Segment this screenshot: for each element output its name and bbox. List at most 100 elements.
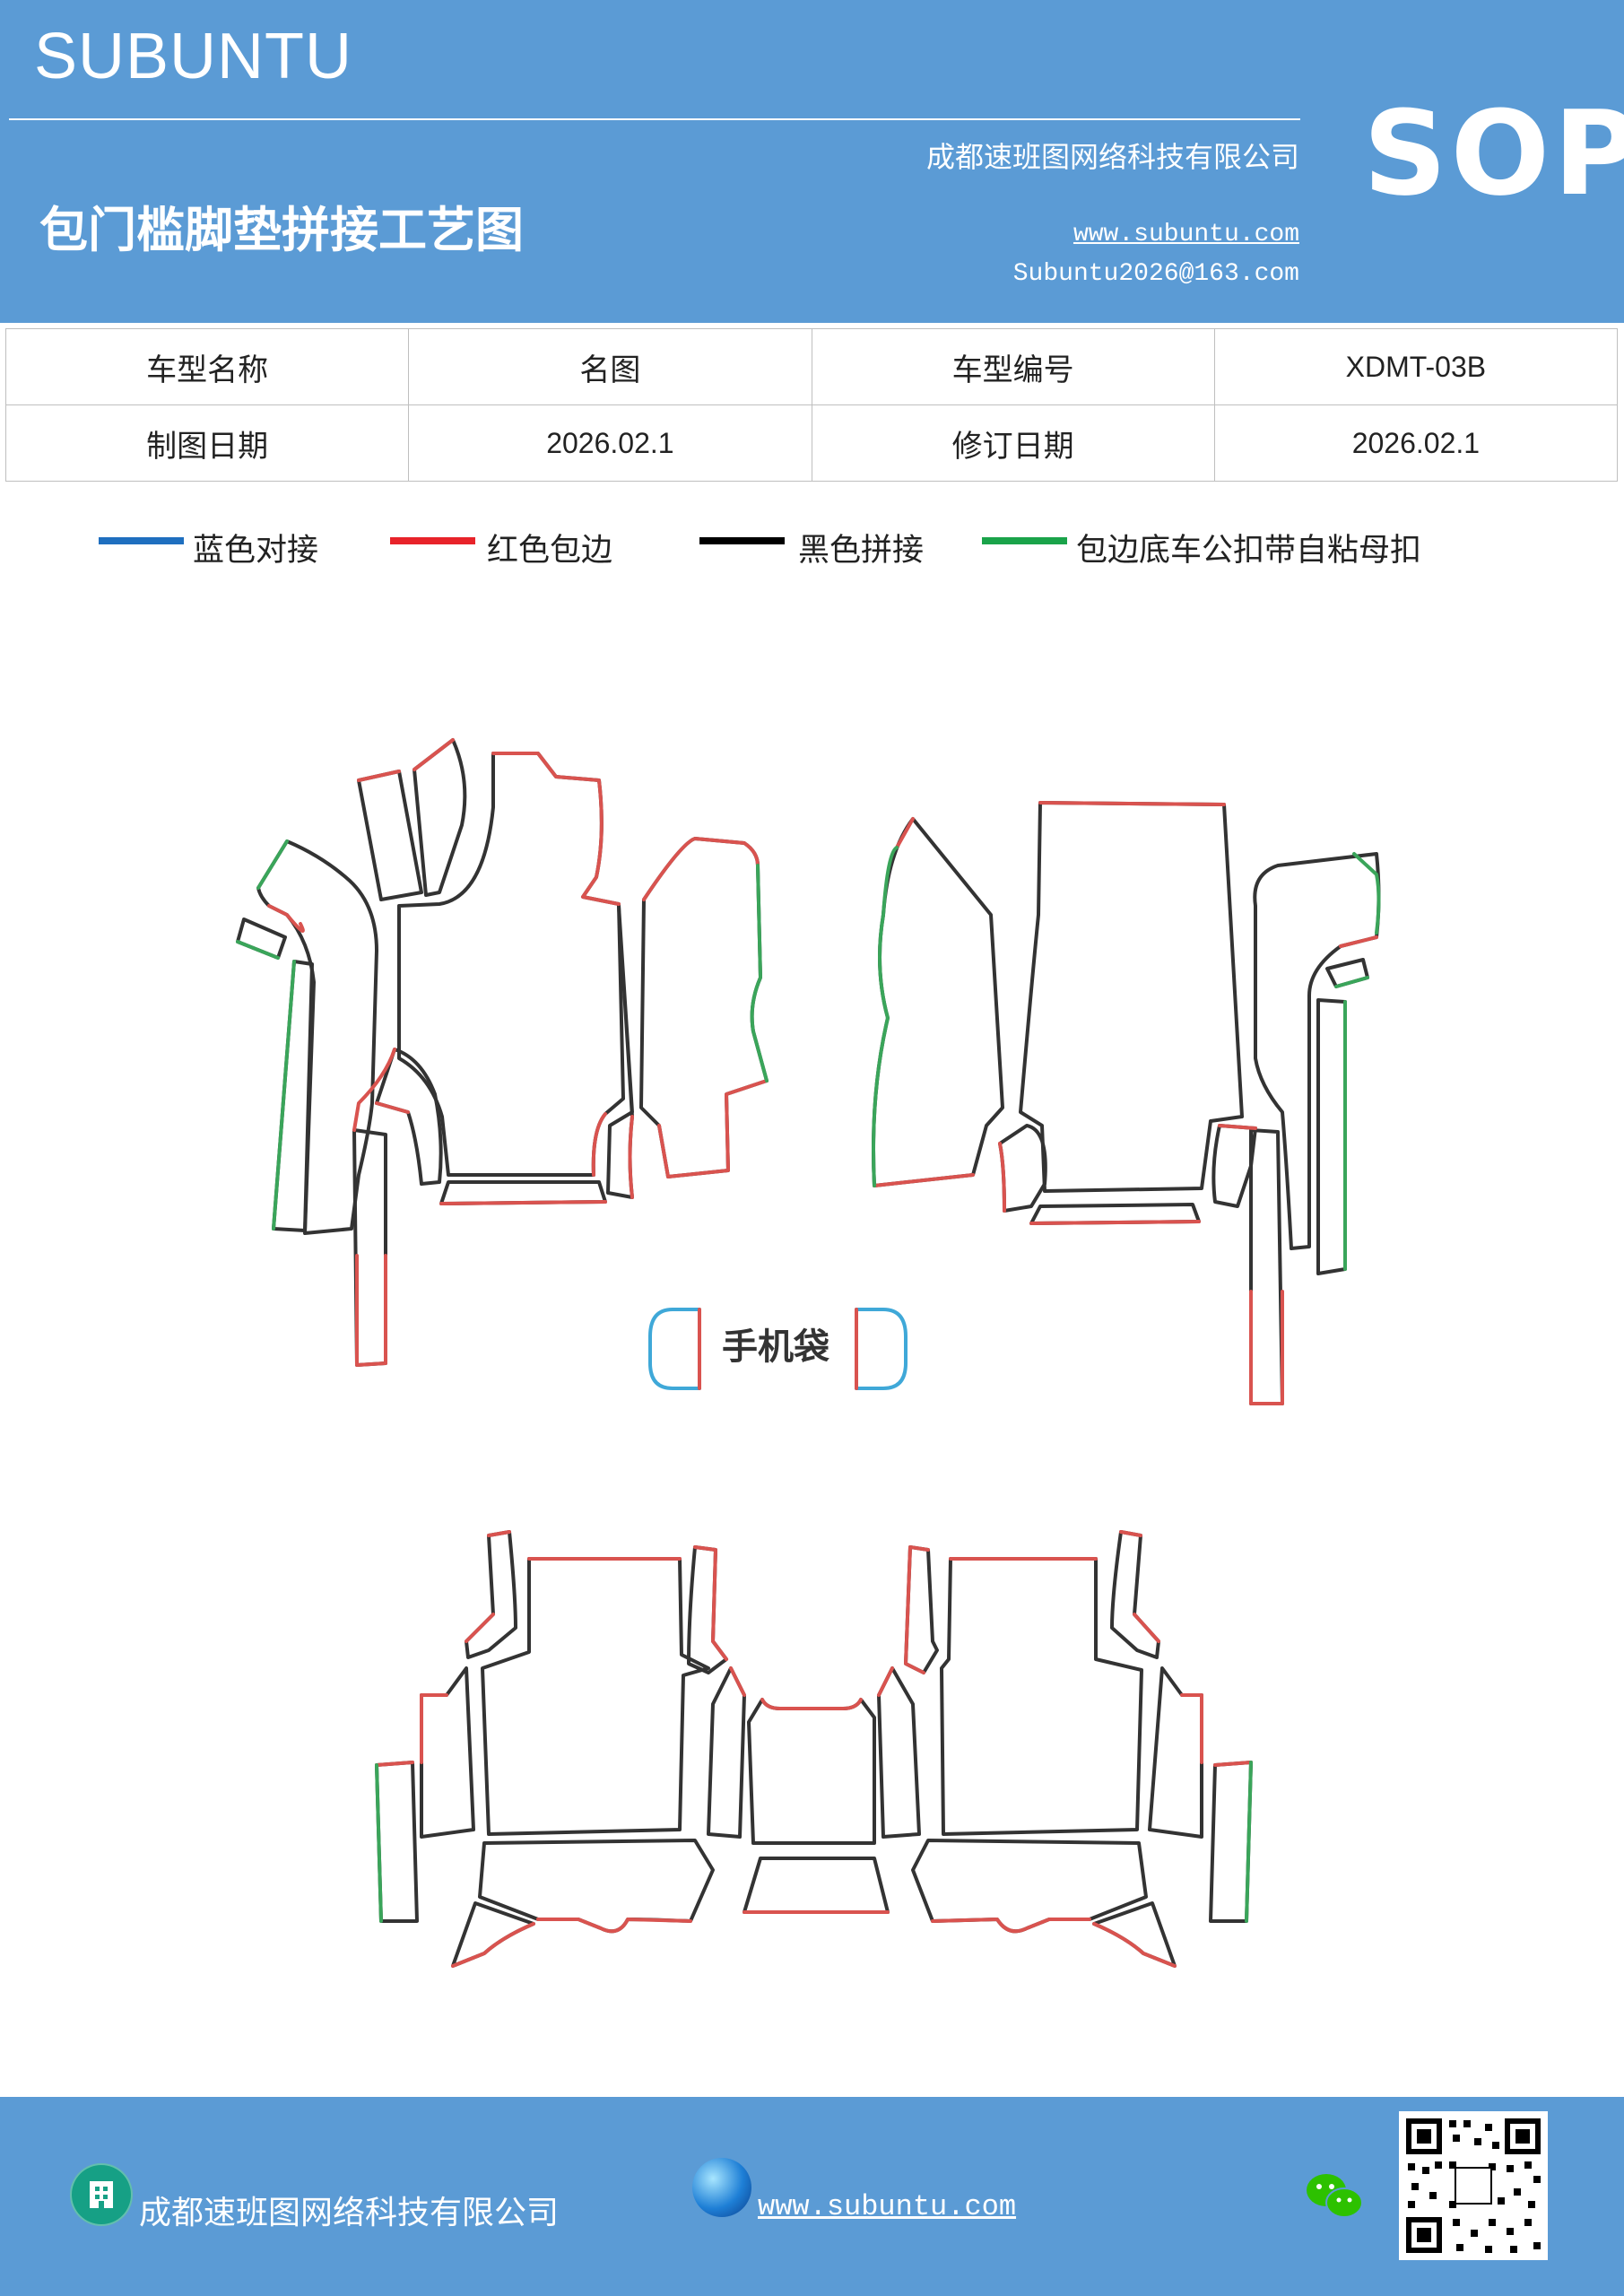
legend-swatch-green [982, 537, 1067, 544]
mat-piece [397, 752, 625, 1177]
edge-green [1334, 976, 1369, 988]
qr-code-pattern [1406, 2118, 1541, 2253]
brand-logo-text: SUBUNTU [34, 21, 353, 92]
edge-red [465, 1530, 511, 1643]
legend-swatch-blue [99, 537, 184, 544]
edge-red [439, 1200, 607, 1205]
mat-piece [1253, 852, 1381, 1250]
mat-piece [1316, 998, 1347, 1275]
edge-red [1119, 1530, 1160, 1643]
mat-piece [940, 1557, 1143, 1836]
edge-red [693, 1545, 728, 1661]
edge-red [729, 1666, 863, 1710]
mat-piece [998, 1124, 1047, 1213]
model-code-value: XDMT-03B [1213, 328, 1619, 405]
mat-piece [687, 1545, 728, 1674]
front-left-mat-group [236, 738, 769, 1367]
edge-green [256, 839, 289, 890]
edge-red [642, 837, 760, 901]
mat-piece [375, 1761, 419, 1923]
footer-banner: 成都速班图网络科技有限公司 www.subuntu.com [0, 2097, 1624, 2296]
phone-pocket-right [855, 1308, 908, 1390]
model-name-label: 车型名称 [4, 328, 410, 405]
edge-red [1180, 1693, 1253, 1767]
edge-red [877, 1666, 894, 1697]
edge-green [375, 1763, 383, 1923]
mat-piece [707, 1666, 746, 1839]
edge-red [267, 904, 305, 933]
edge-red [1249, 1290, 1284, 1405]
rear-mat-group [375, 1530, 1253, 1968]
edge-red [413, 738, 455, 771]
footer-website-link[interactable]: www.subuntu.com [758, 2190, 1017, 2223]
building-icon [70, 2163, 133, 2226]
mat-piece [375, 1048, 443, 1186]
draw-date-label: 制图日期 [4, 404, 410, 482]
legend-swatch-red [390, 537, 475, 544]
draw-date-value: 2026.02.1 [408, 404, 812, 482]
edge-red [873, 1173, 975, 1187]
globe-icon [692, 2158, 751, 2217]
edge-red [375, 1761, 414, 1767]
edge-red [931, 1918, 1091, 1934]
edge-red [1339, 935, 1378, 948]
edge-red [491, 752, 621, 906]
building-icon-glyph [90, 2181, 113, 2208]
header-divider [9, 118, 1300, 120]
mat-piece [872, 817, 1004, 1187]
edge-red [536, 1918, 692, 1934]
table-row: 车型名称 名图 车型编号 XDMT-03B [4, 328, 1619, 405]
email-address: Subuntu2026@163.com [1012, 260, 1299, 288]
edge-red [657, 1079, 769, 1178]
edge-red [998, 1142, 1006, 1213]
website-link[interactable]: www.subuntu.com [1073, 221, 1299, 248]
model-name-value: 名图 [408, 328, 812, 405]
wechat-icon [1307, 2174, 1363, 2218]
mat-piece [352, 1128, 387, 1367]
edge-green [872, 846, 899, 1187]
vehicle-info-table: 车型名称 名图 车型编号 XDMT-03B 制图日期 2026.02.1 修订日… [4, 328, 1619, 482]
edge-red [591, 1112, 634, 1199]
phone-pocket-left [648, 1308, 701, 1390]
edge-red [1092, 1922, 1177, 1968]
edge-green [236, 940, 280, 960]
footer-company-name: 成都速班图网络科技有限公司 [139, 2195, 560, 2231]
qr-code [1399, 2111, 1548, 2260]
mat-piece [413, 738, 467, 897]
edge-red [1218, 1124, 1257, 1130]
edge-red [1029, 1220, 1201, 1225]
mat-piece [1148, 1666, 1203, 1839]
edge-green [272, 960, 296, 1231]
mat-piece [465, 1530, 517, 1659]
edge-red [352, 1048, 410, 1132]
edge-green [1245, 1761, 1253, 1923]
mat-piece [1019, 801, 1244, 1193]
mat-piece [877, 1666, 921, 1839]
edge-red [420, 1693, 448, 1764]
revise-date-label: 修订日期 [811, 404, 1215, 482]
mat-piece [747, 1698, 876, 1845]
mat-piece [1209, 1761, 1253, 1923]
edge-green [750, 864, 769, 1083]
mat-piece [743, 1857, 890, 1914]
edge-red [355, 1254, 387, 1367]
legend-label: 包边底车公扣带自粘母扣 [1076, 533, 1422, 569]
document-title: 包门槛脚垫拼接工艺图 [39, 201, 524, 258]
mat-piece [1110, 1530, 1160, 1659]
mat-piece [1211, 1124, 1257, 1208]
sop-badge: SOP [1363, 85, 1624, 222]
model-code-label: 车型编号 [811, 328, 1215, 405]
phone-pocket-group: 手机袋 [648, 1308, 908, 1390]
legend-label: 黑色拼接 [798, 533, 925, 569]
table-row: 制图日期 2026.02.1 修订日期 2026.02.1 [4, 404, 1619, 482]
header-banner: SUBUNTU SOP 包门槛脚垫拼接工艺图 成都速班图网络科技有限公司 www… [0, 0, 1624, 323]
edge-red [895, 817, 915, 849]
edge-red [1038, 801, 1226, 806]
front-right-mat-group [872, 801, 1381, 1405]
edge-red [451, 1922, 535, 1968]
legend-label: 蓝色对接 [193, 533, 319, 569]
mat-piece [481, 1557, 710, 1836]
legend-label: 红色包边 [487, 533, 613, 569]
mat-piece [1249, 1128, 1284, 1405]
